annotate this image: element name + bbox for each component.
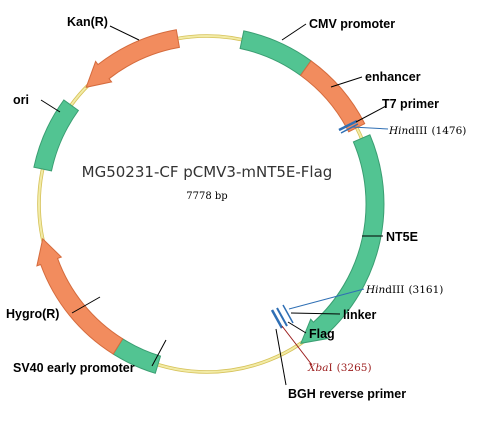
site-xbai-3265: XbaI(3265) xyxy=(307,362,372,374)
plasmid-size: 7778 bp xyxy=(186,191,227,202)
arc-cmv-promoter xyxy=(239,30,312,77)
label-bgh-reverse-primer: BGH reverse primer xyxy=(288,387,406,401)
arc-ori xyxy=(33,99,80,172)
hygro-leader xyxy=(71,296,101,314)
label-ori: ori xyxy=(13,93,29,107)
linker-flag-markers xyxy=(270,304,294,329)
kan-leader xyxy=(109,25,140,41)
sv40-leader xyxy=(151,339,167,367)
arc-hygro xyxy=(36,237,124,355)
label-linker: linker xyxy=(343,308,376,322)
flag-leader xyxy=(287,321,307,334)
xbai-3265-leader xyxy=(281,325,313,366)
plasmid-name: MG50231-CF pCMV3-mNT5E-Flag xyxy=(82,163,333,181)
label-sv40-early-promoter: SV40 early promoter xyxy=(13,361,135,375)
site-hindiii-1476: HindIII(1476) xyxy=(388,125,466,137)
hindiii-3161-leader xyxy=(288,288,365,310)
label-cmv-promoter: CMV promoter xyxy=(309,17,395,31)
ori-leader xyxy=(40,99,61,113)
t7-primer-leader xyxy=(355,105,387,123)
label-flag: Flag xyxy=(309,327,335,341)
t7-primer-marker xyxy=(338,119,359,134)
label-enhancer: enhancer xyxy=(365,70,421,84)
label-nt5e: NT5E xyxy=(386,230,418,244)
enhancer-leader xyxy=(330,76,363,88)
site-hindiii-3161: HindIII(3161) xyxy=(365,284,443,296)
cmv-leader xyxy=(281,23,307,41)
label-t7-primer: T7 primer xyxy=(382,97,439,111)
linker-leader xyxy=(290,312,341,315)
hindiii-1476-leader xyxy=(351,126,389,130)
arc-nt5e xyxy=(300,134,385,344)
label-kan: Kan(R) xyxy=(67,15,108,29)
bgh-primer-leader xyxy=(275,328,287,386)
arc-kan xyxy=(85,29,180,88)
arc-enhancer xyxy=(299,60,366,133)
label-hygro: Hygro(R) xyxy=(6,307,59,321)
